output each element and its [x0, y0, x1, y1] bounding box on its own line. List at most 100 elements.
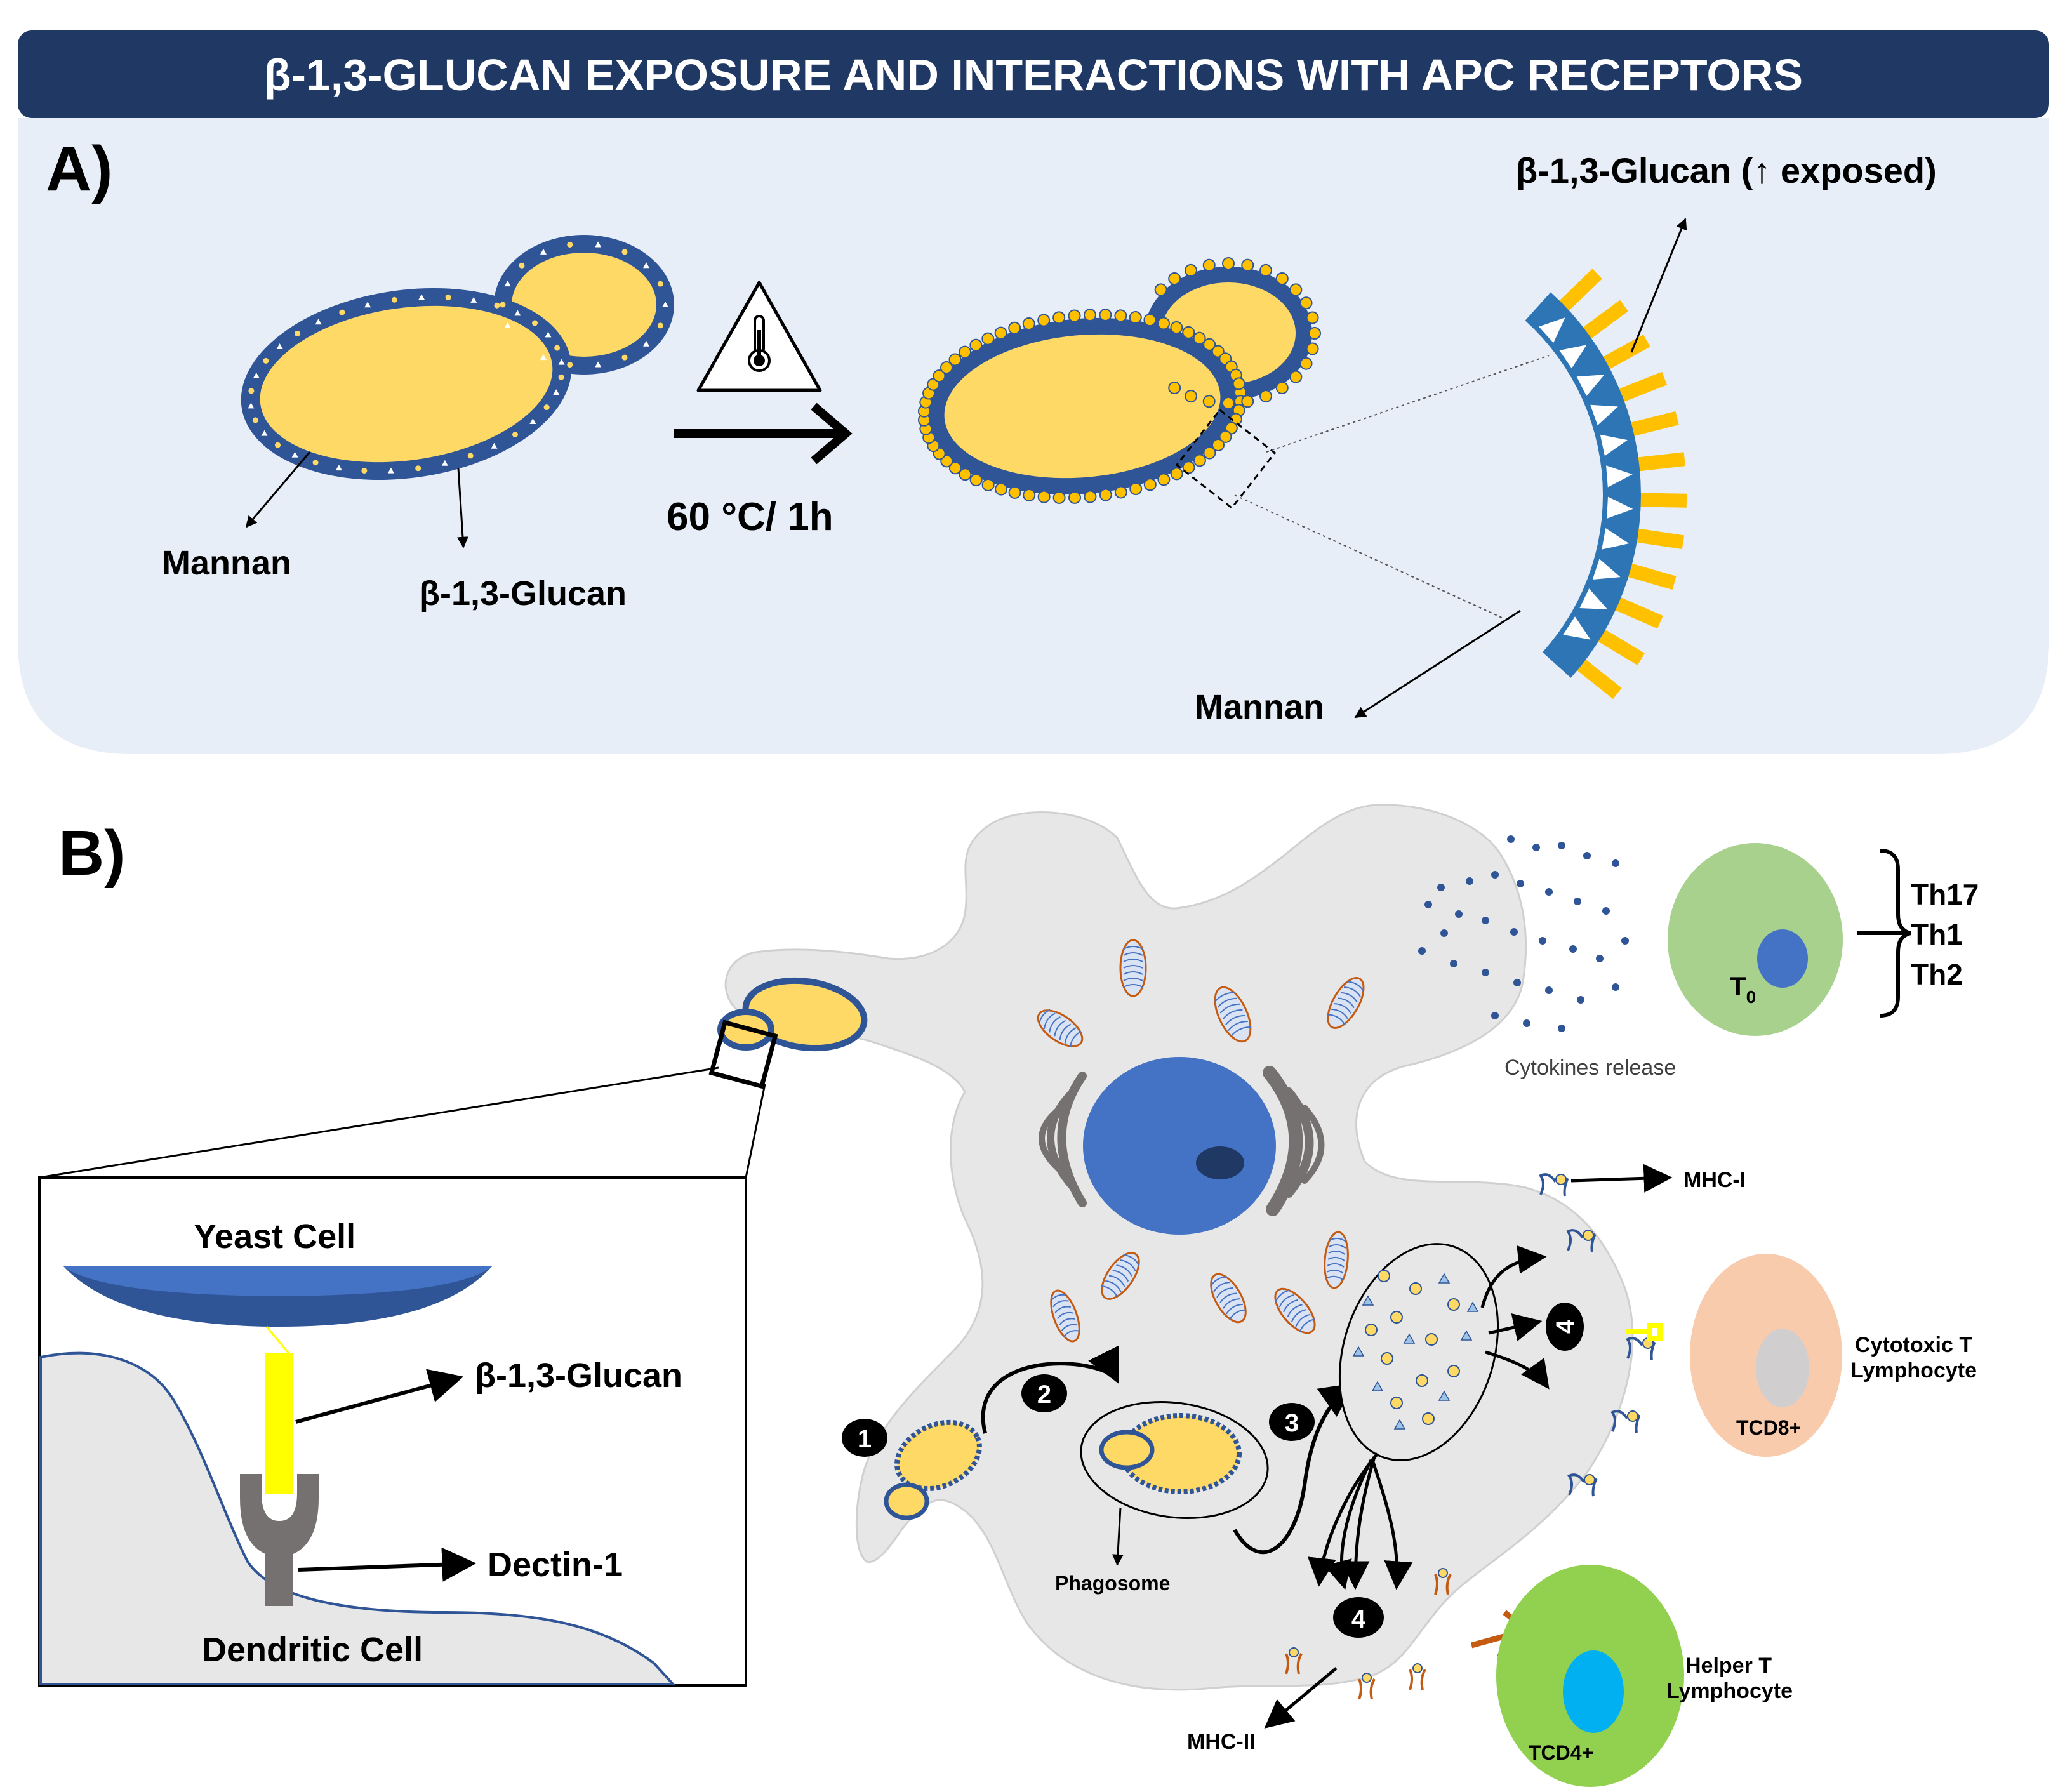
glucan-triangle [441, 460, 448, 466]
zoom-mannan-arrow [1354, 609, 1521, 719]
treatment-label: 60 °C/ 1h [667, 495, 833, 539]
mhc-i-molecule [1539, 1173, 1569, 1197]
inset-glucan-bar [265, 1353, 293, 1494]
cytokine-dot [1482, 969, 1489, 976]
glucan-bar [1609, 595, 1663, 629]
antigen-particle [1416, 1374, 1428, 1387]
glucan-bead [1275, 272, 1289, 285]
glucan-triangle [643, 262, 650, 269]
glucan-bead [1219, 430, 1232, 443]
antigen-peptide [1352, 1346, 1365, 1357]
t0-label: T0 [1730, 971, 1756, 1007]
antigen-particle [1365, 1324, 1378, 1336]
glucan-bead [1052, 311, 1066, 324]
glucan-bead [1275, 382, 1289, 395]
glucan-bead [1289, 370, 1303, 383]
cytokine-dot [1596, 955, 1604, 962]
wall-triangle [1539, 317, 1565, 343]
exposed-glucan-arrow [1630, 218, 1687, 353]
mannan-dot [391, 296, 397, 303]
mannan-dot [621, 354, 628, 361]
glucan-bead [1143, 478, 1157, 491]
native-yeast-cell [241, 235, 674, 481]
glucan-bead [1168, 382, 1181, 395]
wall-triangles [1539, 317, 1633, 640]
cytokine-dot [1437, 884, 1445, 891]
glucan-bead [1211, 345, 1225, 358]
cytokine-dot [1602, 907, 1610, 915]
cytokine-dot [1510, 928, 1518, 936]
glucan-triangle [540, 248, 547, 255]
glucan-bar [1572, 655, 1622, 700]
mitochondrion [1324, 1231, 1349, 1289]
mannan-dot [621, 249, 628, 255]
glucan-bead [959, 345, 972, 359]
glucan-bead [1289, 283, 1303, 296]
glucan-bar [1593, 626, 1645, 665]
glucan-bead [948, 353, 962, 366]
helper-label-1: Helper T [1685, 1654, 1772, 1678]
zoom-line-top [1266, 355, 1550, 453]
glucan-bead [1084, 309, 1097, 322]
step-3-arrow [1233, 1383, 1355, 1554]
glucan-triangle [470, 296, 477, 303]
mannan-dot [445, 295, 451, 301]
glucan-bead [1299, 296, 1313, 310]
glucan-triangle [514, 310, 521, 316]
glucan-triangle [545, 331, 552, 338]
glucan-bead [1225, 421, 1238, 435]
mitochondria [1037, 939, 1365, 1343]
wall-triangle [1563, 616, 1591, 640]
mhc-i-molecule [1610, 1410, 1641, 1433]
wall-triangle [1579, 588, 1608, 609]
phagosome-label: Phagosome [1055, 1572, 1170, 1595]
mannan-dot [263, 357, 269, 364]
mitochondrion [1214, 986, 1252, 1043]
glucan-bead [1202, 258, 1216, 272]
svg-text:2: 2 [1037, 1381, 1051, 1409]
mitochondrion [1050, 1289, 1080, 1343]
mhc-ii-molecule [1409, 1663, 1426, 1690]
glucan-triangle [595, 241, 602, 248]
mhc-ii-molecule [1358, 1673, 1376, 1700]
glucan-bead [1068, 309, 1081, 322]
mitochondrion [1327, 977, 1365, 1029]
glucan-bead [940, 455, 953, 468]
antigen-particle [1378, 1270, 1390, 1282]
glucan-label: β-1,3-Glucan [419, 574, 627, 613]
glucan-bead [1008, 321, 1021, 335]
mhc1-route-arrow-2 [1488, 1313, 1543, 1341]
mannan-dot [519, 341, 525, 347]
cytotoxic-t-nucleus [1756, 1329, 1809, 1407]
mannan-dot [554, 345, 561, 351]
cytokine-dot [1558, 1025, 1565, 1032]
glucan-bead [1212, 439, 1225, 452]
glucan-bead [1099, 309, 1112, 322]
glucan-bar [1613, 371, 1668, 404]
step-badge-1: 1 [842, 1419, 887, 1457]
antigen-particle [1390, 1397, 1403, 1409]
zoom-region-box [1175, 408, 1277, 510]
glucan-pointer-arrow [456, 468, 468, 548]
antigen-particle [1409, 1282, 1422, 1295]
glucan-bead [1170, 467, 1183, 481]
glucan-triangle [553, 389, 560, 395]
mhc2-label-arrow [1264, 1667, 1338, 1729]
glucan-bead [1037, 490, 1051, 503]
glucan-bead [969, 338, 983, 352]
mitochondrion [1101, 1252, 1140, 1300]
cytotoxic-label-1: Cytotoxic T [1855, 1333, 1972, 1357]
phagosome-pointer [1112, 1507, 1124, 1566]
th1-label: Th1 [1911, 918, 1963, 951]
glucan-bead [1193, 331, 1206, 345]
step-badge-2: 2 [1021, 1374, 1067, 1412]
glucan-triangle [315, 319, 322, 325]
cytokine-dot [1491, 871, 1499, 879]
glucan-bead [1154, 283, 1167, 296]
tcd4-label: TCD4+ [1529, 1741, 1593, 1764]
svg-text:3: 3 [1285, 1409, 1299, 1437]
glucan-triangle [261, 430, 268, 436]
antigen-peptide [1460, 1330, 1473, 1341]
wall-triangle [1607, 496, 1633, 519]
